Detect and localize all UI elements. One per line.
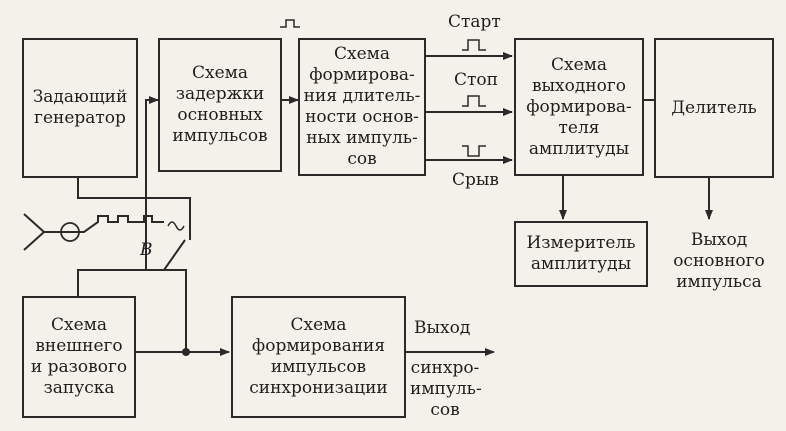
amplitude-former-label: Схема выходного формирова- теля амплитуд…: [526, 54, 632, 159]
label-switch-b: B: [140, 240, 153, 260]
label-sync-output-title: Выход: [414, 318, 471, 338]
amplitude-former-block: Схема выходного формирова- теля амплитуд…: [514, 38, 644, 176]
amplitude-meter-label: Измеритель амплитуды: [526, 233, 636, 274]
input-loop-icon: [60, 222, 80, 242]
wire-oscillator-to-switch: [77, 176, 191, 240]
wire-switch-to-trigger: [77, 239, 186, 296]
pulse-glyph-stop: [462, 95, 486, 107]
label-main-output: Выход основного импульса: [673, 230, 765, 292]
junction-dot: [182, 348, 190, 356]
divider-block: Делитель: [654, 38, 774, 178]
label-sync-output-text: синхро- импуль- сов: [410, 358, 482, 420]
connector-icon: [23, 213, 46, 251]
master-oscillator-block: Задающий генератор: [22, 38, 138, 178]
delay-circuit-block: Схема задержки основных импульсов: [158, 38, 282, 172]
pulse-glyph-top: [280, 19, 300, 28]
sync-former-block: Схема формирования импульсов синхронизац…: [231, 296, 406, 418]
label-stop: Стоп: [454, 70, 498, 90]
sine-icon: [167, 221, 185, 231]
duration-former-block: Схема формирова- ния длитель- ности осно…: [298, 38, 426, 176]
pulse-glyph-breakdown: [462, 145, 486, 157]
trigger-circuit-label: Схема внешнего и разового запуска: [30, 315, 128, 398]
divider-label: Делитель: [671, 97, 757, 118]
label-breakdown: Срыв: [452, 170, 499, 190]
master-oscillator-label: Задающий генератор: [32, 87, 128, 128]
sync-former-label: Схема формирования импульсов синхронизац…: [249, 315, 388, 398]
duration-former-label: Схема формирова- ния длитель- ности осно…: [303, 44, 421, 169]
label-start: Старт: [448, 12, 501, 32]
input-wire: [44, 215, 164, 233]
pulse-glyph-start: [462, 39, 486, 51]
delay-circuit-label: Схема задержки основных импульсов: [172, 63, 268, 146]
wire-junction-to-delay: [145, 96, 187, 352]
trigger-circuit-block: Схема внешнего и разового запуска: [22, 296, 136, 418]
amplitude-meter-block: Измеритель амплитуды: [514, 221, 648, 287]
